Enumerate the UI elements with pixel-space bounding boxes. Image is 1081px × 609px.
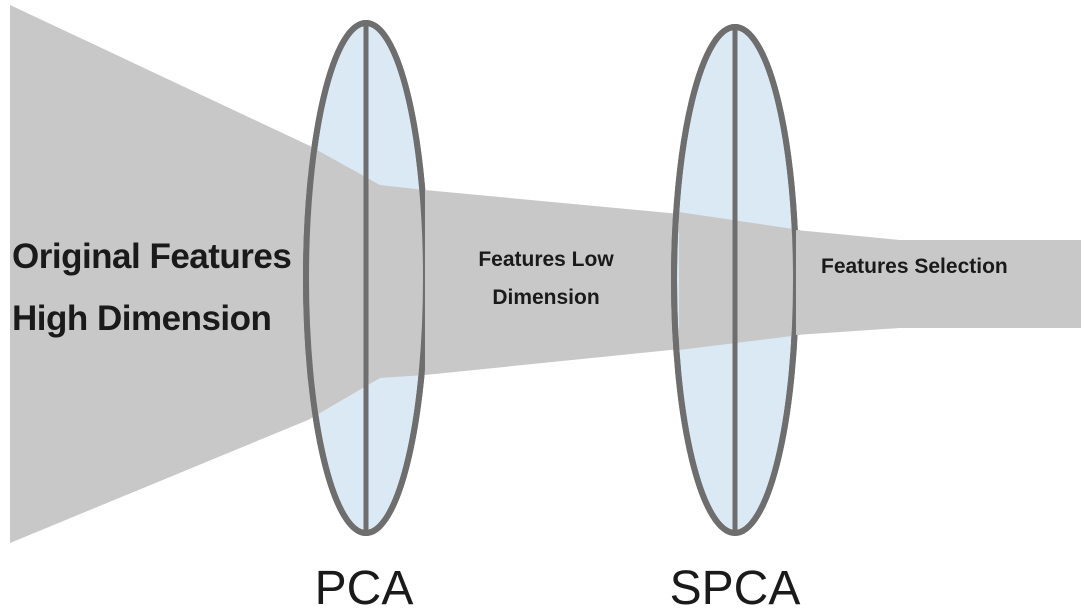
beam-original-features [10, 5, 380, 543]
original-features-label: Original Features [12, 237, 291, 276]
dimension-label: Dimension [492, 286, 599, 309]
spca-label: SPCA [670, 562, 801, 609]
beam-low-dimension [425, 190, 690, 375]
pca-label: PCA [315, 562, 414, 609]
high-dimension-label: High Dimension [12, 299, 271, 338]
features-selection-label: Features Selection [821, 255, 1008, 278]
spca-lens [671, 24, 800, 536]
pca-lens [303, 20, 429, 536]
beam-features-selection [796, 230, 1081, 335]
features-low-label: Features Low [478, 248, 614, 271]
